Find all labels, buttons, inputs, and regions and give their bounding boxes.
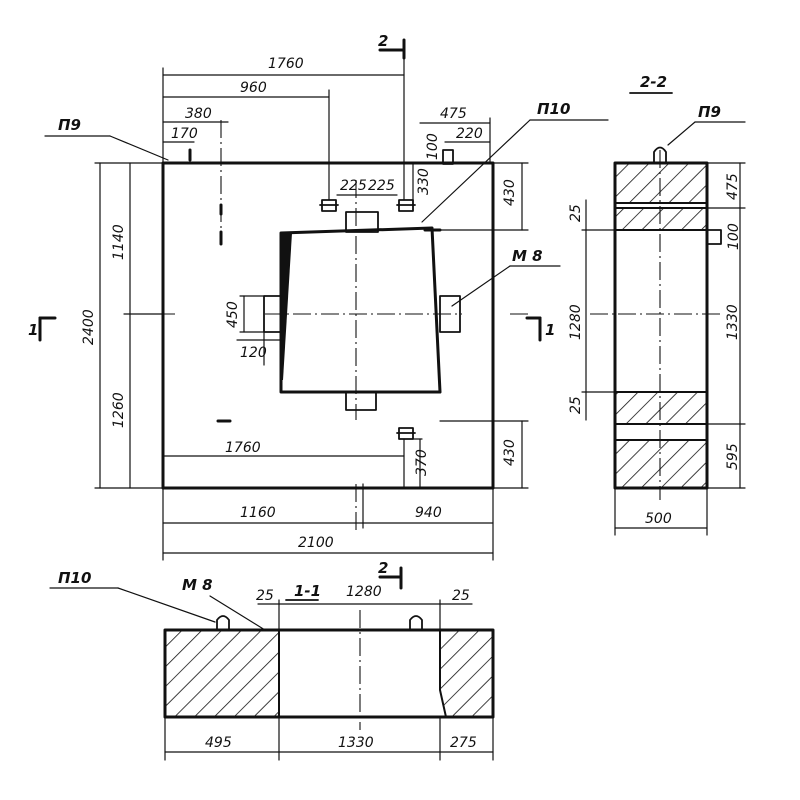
- label-p10-plan: П10: [537, 100, 570, 118]
- dim-100-plan: 100: [425, 133, 441, 160]
- section-2-2-band-top: [614, 207, 708, 231]
- label-p9-section: П9: [698, 103, 721, 121]
- dim-1760-top: 1760: [268, 56, 304, 72]
- dim-450: 450: [225, 301, 241, 328]
- dim-495-section11: 495: [205, 735, 232, 751]
- dim-430-bottom: 430: [502, 439, 518, 466]
- dim-1330-section: 1330: [725, 304, 741, 340]
- dim-500-section: 500: [645, 511, 672, 527]
- dim-1140: 1140: [111, 224, 127, 260]
- dim-25-left-section11: 25: [256, 588, 274, 604]
- label-p10-section: П10: [58, 569, 91, 587]
- dim-1280-section11: 1280: [346, 584, 382, 600]
- dim-1260: 1260: [111, 392, 127, 428]
- section-1-1-hatch-right: [439, 629, 494, 718]
- section-1-mark-right: 1: [545, 321, 555, 339]
- dim-330-plan: 330: [416, 168, 432, 195]
- dim-220-plan: 220: [456, 126, 483, 142]
- section-2-2: 2-2 П9 475 1330 595 100 25 1280 25: [568, 73, 746, 536]
- section-1-mark-left: 1: [28, 321, 38, 339]
- dim-25-top-section: 25: [568, 204, 584, 222]
- dim-430-top: 430: [502, 179, 518, 206]
- dim-940: 940: [415, 505, 442, 521]
- dim-960: 960: [240, 80, 267, 96]
- section-2-mark-top: 2: [378, 32, 388, 50]
- opening-notch-bottom: [345, 391, 377, 411]
- section-2-2-title: 2-2: [640, 73, 667, 91]
- section-2-2-hatch-bottom: [614, 439, 708, 489]
- opening-notch-top: [345, 211, 379, 233]
- dim-275-section11: 275: [450, 735, 477, 751]
- dim-225-a: 225: [340, 178, 367, 194]
- dim-475-section: 475: [725, 173, 741, 200]
- dim-170: 170: [171, 126, 198, 142]
- label-m8-section: М 8: [182, 576, 213, 594]
- dim-25-bottom-section: 25: [568, 396, 584, 414]
- dim-475-plan: 475: [440, 106, 467, 122]
- dim-1760-bottom: 1760: [225, 440, 261, 456]
- opening-shading: [281, 233, 292, 380]
- section-1-1: 1-1 П10 М 8 25 1280 25 495 1330 275: [49, 569, 495, 761]
- dim-1280-section: 1280: [568, 304, 584, 340]
- dim-2400: 2400: [81, 309, 97, 345]
- dim-1160: 1160: [240, 505, 276, 521]
- dim-225-b: 225: [368, 178, 395, 194]
- section-2-2-hatch-top: [614, 162, 708, 204]
- section-1-1-title: 1-1: [294, 582, 321, 600]
- section-2-mark-bottom: 2: [378, 559, 388, 577]
- dim-120: 120: [240, 345, 267, 361]
- dim-2100: 2100: [298, 535, 334, 551]
- dim-595-section: 595: [725, 443, 741, 470]
- label-m8-plan: М 8: [512, 247, 543, 265]
- dim-1330-section11: 1330: [338, 735, 374, 751]
- plan-view: 1760 960 380 170 П9 2 П10 475 220 100: [28, 32, 609, 590]
- dim-100-section: 100: [726, 223, 742, 250]
- dim-25-right-section11: 25: [452, 588, 470, 604]
- section-2-2-band-bottom: [614, 391, 708, 425]
- dim-380: 380: [185, 106, 212, 122]
- block-outline: [161, 161, 495, 490]
- dim-370: 370: [414, 449, 430, 476]
- label-p9-plan: П9: [58, 116, 81, 134]
- central-opening: [279, 226, 442, 394]
- section-1-1-hatch-left: [164, 629, 280, 718]
